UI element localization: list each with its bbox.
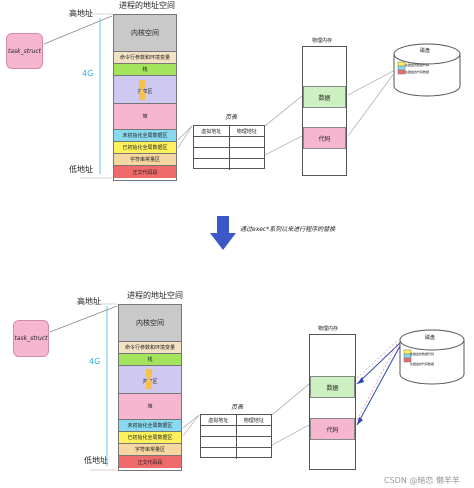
- address-space-title-bottom: 进程的地址空间: [127, 291, 183, 300]
- transition-arrow-icon: [210, 216, 236, 250]
- physical-memory: 数据 代码: [302, 46, 347, 176]
- segment-data: 已初始化全局数据区: [114, 142, 176, 154]
- physical-memory-title: 物理内存: [312, 38, 333, 44]
- segment-gap-2-bottom: [119, 386, 181, 394]
- phys-data-block-bottom: 数据: [310, 376, 355, 398]
- exec-caption: 通过exec*系列以来进行程序的替换: [240, 226, 336, 233]
- phys-code-block-bottom: 代码: [310, 418, 355, 440]
- high-address-label: 高地址: [69, 9, 93, 18]
- disk-line-2-bottom: 在磁盘的代码数据: [410, 362, 435, 366]
- disk-title: 磁盘: [420, 48, 431, 54]
- page-table-title: 页表: [225, 114, 238, 121]
- segment-heap: 堆: [114, 104, 176, 130]
- segment-kernel: 内核空间: [114, 15, 176, 52]
- disk-line-1-bottom: 在磁盘的数据代码: [410, 352, 435, 356]
- bottom-connectors: [49, 303, 401, 471]
- pt-header-physical: 物理地址: [236, 128, 257, 135]
- segment-stack: 栈: [114, 64, 176, 76]
- page-table-bottom: 虚拟地址 物理地址: [200, 414, 272, 459]
- segment-bss-bottom: 未初始化全局数据区: [119, 420, 181, 432]
- high-address-label-bottom: 高地址: [77, 297, 101, 306]
- top-connectors: [43, 13, 396, 179]
- watermark: CSDN @暗恋 懒羊羊: [384, 476, 460, 485]
- segment-kernel-bottom: 内核空间: [119, 305, 181, 342]
- low-address-label-bottom: 低地址: [84, 456, 108, 465]
- pt-header-virtual: 虚拟地址: [194, 126, 230, 136]
- disk-line-2: 在磁盘的代码数据: [405, 70, 430, 74]
- address-space-stack: 内核空间 命令行参数和环境变量 栈 共享区 堆 未初始化全局数据区 已初始化全局…: [113, 14, 177, 181]
- phys-code-block: 代码: [303, 127, 346, 149]
- segment-heap-bottom: 堆: [119, 394, 181, 420]
- segment-data-bottom: 已初始化全局数据区: [119, 432, 181, 444]
- disk-icon: [393, 43, 461, 97]
- disk-line-1: 在磁盘的数据代码: [405, 63, 430, 67]
- segment-rodata: 字符串常量区: [114, 154, 176, 166]
- four-g-label: 4G: [82, 69, 94, 78]
- segment-rodata-bottom: 字符串常量区: [119, 444, 181, 456]
- low-address-label: 低地址: [69, 165, 93, 174]
- pt-header-virtual-bottom: 虚拟地址: [201, 415, 237, 425]
- physical-memory-bottom: 数据 代码: [309, 334, 356, 470]
- disk-title-bottom: 磁盘: [425, 335, 436, 341]
- address-space-title: 进程的地址空间: [119, 1, 175, 10]
- task-struct-label: task_struct: [7, 47, 42, 55]
- segment-text: 正文代码段: [114, 166, 176, 178]
- segment-text-bottom: 正文代码段: [119, 456, 181, 468]
- task-struct-box: task_struct: [6, 33, 43, 69]
- segment-bss: 未初始化全局数据区: [114, 130, 176, 142]
- phys-data-block: 数据: [303, 86, 346, 108]
- segment-args-env: 命令行参数和环境变量: [114, 52, 176, 64]
- segment-stack-bottom: 栈: [119, 354, 181, 366]
- segment-args-env-bottom: 命令行参数和环境变量: [119, 342, 181, 354]
- physical-memory-title-bottom: 物理内存: [318, 326, 339, 332]
- pt-header-physical-bottom: 物理地址: [243, 417, 264, 424]
- task-struct-label-bottom: task_struct: [14, 335, 48, 342]
- four-g-label-bottom: 4G: [89, 357, 101, 366]
- page-table: 虚拟地址 物理地址: [193, 125, 265, 170]
- segment-shared: 共享区: [114, 86, 176, 96]
- page-table-title-bottom: 页表: [231, 404, 244, 411]
- disk-icon-bottom: [399, 329, 465, 385]
- task-struct-box-bottom: task_struct: [13, 320, 49, 357]
